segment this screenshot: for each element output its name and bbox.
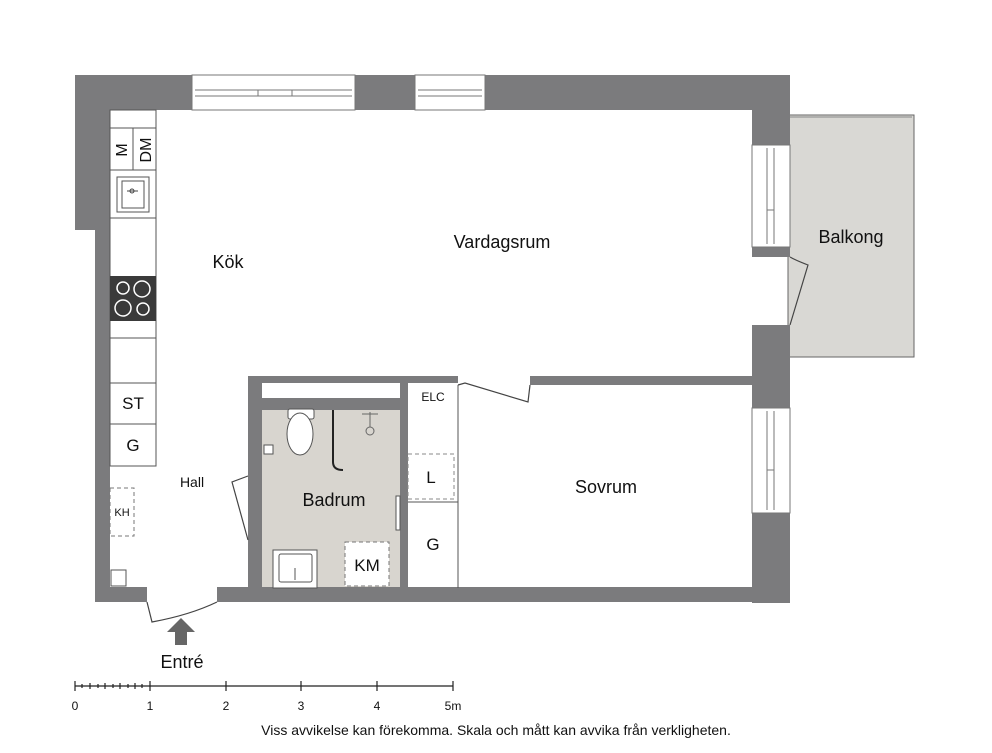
label-coat-hanger: KH [114, 507, 129, 519]
room-label-kitchen: Kök [212, 252, 244, 272]
washbasin-icon [272, 549, 318, 589]
entrance-door-swing [146, 601, 218, 623]
label-linen: L [426, 468, 435, 487]
scale-tick-1: 1 [147, 699, 154, 713]
balcony-door-swing [789, 256, 809, 326]
scale-tick-5: 5m [445, 699, 462, 713]
scale-bar [74, 681, 454, 691]
label-wardrobe-hall: G [126, 436, 139, 455]
label-microwave: M [114, 143, 131, 156]
label-storage: ST [122, 394, 144, 413]
shower-screen [332, 410, 344, 471]
room-label-bathroom: Badrum [302, 490, 365, 510]
toilet-icon [286, 408, 315, 456]
stove-icon [110, 276, 156, 321]
sink-tap-icon [127, 188, 138, 194]
label-dishwasher: DM [138, 138, 155, 163]
room-label-balcony: Balkong [818, 227, 883, 247]
entrance-arrow-icon [167, 618, 195, 645]
shaft-box [110, 569, 127, 587]
washing-machine-outline [344, 541, 390, 587]
label-electric-cabinet: ELC [421, 390, 445, 404]
disclaimer-text: Viss avvikelse kan förekomma. Skala och … [261, 722, 731, 738]
coat-hanger-outline [109, 487, 135, 537]
scale-tick-0: 0 [72, 699, 79, 713]
floor-drain [263, 444, 274, 455]
window-top-right [414, 74, 486, 111]
room-label-bedroom: Sovrum [575, 477, 637, 497]
balcony-area [787, 114, 915, 358]
scale-tick-4: 4 [374, 699, 381, 713]
window-right-bedroom [751, 407, 791, 514]
bathroom-door-swing [231, 475, 249, 541]
window-top-left [191, 74, 356, 111]
walls [75, 75, 790, 603]
bedroom-door-swing [457, 382, 531, 403]
scale-tick-3: 3 [298, 699, 305, 713]
towel-rail [395, 495, 401, 531]
room-label-hall: Hall [180, 474, 204, 490]
window-right-living [751, 144, 791, 248]
label-wardrobe-bedroom: G [426, 535, 439, 554]
scale-tick-2: 2 [223, 699, 230, 713]
entrance-label: Entré [160, 652, 203, 672]
shower-icon [362, 412, 378, 436]
label-washing-machine: KM [354, 556, 380, 575]
closet-outlines [407, 385, 459, 588]
room-label-living: Vardagsrum [454, 232, 551, 252]
